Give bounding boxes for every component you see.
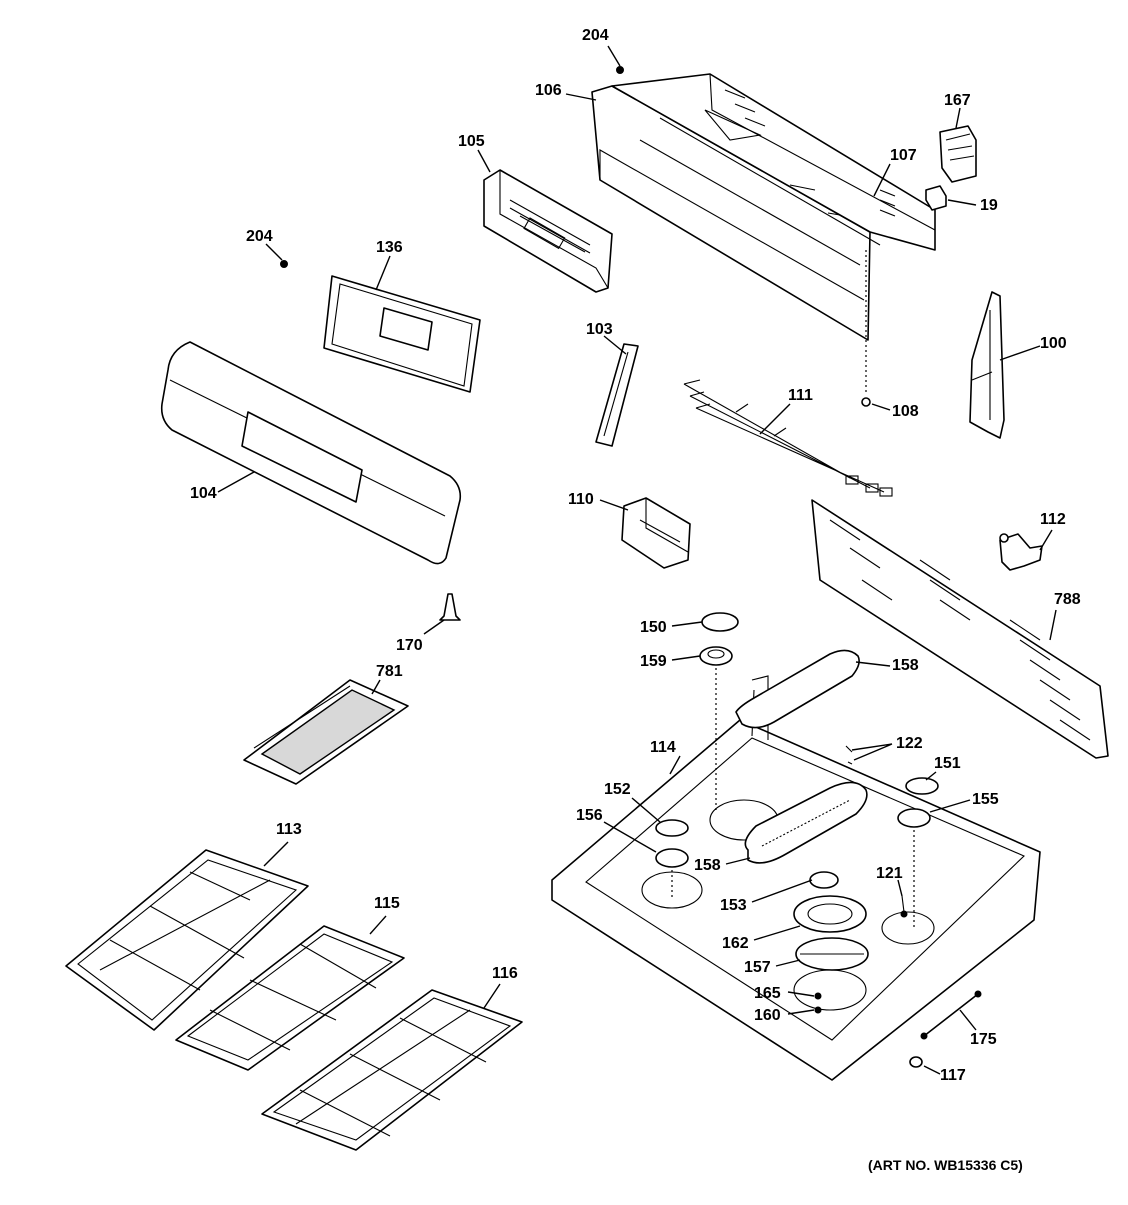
label-160[interactable]: 160	[754, 1007, 781, 1024]
label-115[interactable]: 115	[374, 895, 400, 912]
spark-module-110-drawing	[621, 497, 691, 569]
label-159[interactable]: 159	[640, 653, 667, 670]
control-board-105-drawing	[483, 169, 613, 293]
label-156[interactable]: 156	[576, 807, 603, 824]
label-121[interactable]: 121	[876, 865, 903, 882]
label-103[interactable]: 103	[586, 321, 613, 338]
griddle-781-drawing	[243, 679, 409, 785]
label-788[interactable]: 788	[1054, 591, 1081, 608]
label-781[interactable]: 781	[376, 663, 403, 680]
label-204-top[interactable]: 204	[582, 27, 609, 44]
label-108[interactable]: 108	[892, 403, 919, 420]
bracket-167-drawing	[939, 125, 977, 183]
switch-19-drawing	[925, 185, 947, 211]
bracket-103-drawing	[595, 343, 639, 447]
label-19[interactable]: 19	[980, 197, 998, 214]
grate-115-drawing	[175, 925, 405, 1071]
label-175[interactable]: 175	[970, 1031, 997, 1048]
grate-113-drawing	[65, 849, 309, 1031]
label-105[interactable]: 105	[458, 133, 485, 150]
valve-112-drawing	[999, 533, 1043, 571]
grate-116-drawing	[261, 989, 523, 1151]
label-117[interactable]: 117	[940, 1067, 966, 1084]
rear-panel-788-drawing	[811, 499, 1109, 759]
label-136[interactable]: 136	[376, 239, 403, 256]
screw-108-drawing	[861, 250, 871, 407]
label-151[interactable]: 151	[934, 755, 961, 772]
backguard-panel-106-drawing	[591, 73, 936, 341]
label-165[interactable]: 165	[754, 985, 781, 1002]
label-122[interactable]: 122	[896, 735, 923, 752]
label-170[interactable]: 170	[396, 637, 423, 654]
label-110[interactable]: 110	[568, 491, 594, 508]
fasteners-drawing	[900, 895, 982, 1068]
label-113[interactable]: 113	[276, 821, 302, 838]
label-116[interactable]: 116	[492, 965, 518, 982]
label-155[interactable]: 155	[972, 791, 999, 808]
label-100[interactable]: 100	[1040, 335, 1067, 352]
label-112[interactable]: 112	[1040, 511, 1066, 528]
label-204-left[interactable]: 204	[246, 228, 273, 245]
label-167[interactable]: 167	[944, 92, 971, 109]
label-114[interactable]: 114	[650, 739, 676, 756]
label-153[interactable]: 153	[720, 897, 747, 914]
screw-170-drawing	[439, 593, 461, 621]
part-labels: 204 106 167 105 107 19 204 136 103 100 1…	[190, 27, 1081, 1084]
label-104[interactable]: 104	[190, 485, 217, 502]
overlay-136-drawing	[323, 275, 481, 393]
wire-harness-111-drawing	[683, 379, 893, 497]
label-157[interactable]: 157	[744, 959, 771, 976]
label-150[interactable]: 150	[640, 619, 667, 636]
label-152[interactable]: 152	[604, 781, 631, 798]
label-106[interactable]: 106	[535, 82, 562, 99]
label-107[interactable]: 107	[890, 147, 917, 164]
leader-lines	[217, 45, 1057, 1075]
label-111[interactable]: 111	[788, 387, 813, 404]
trim-100-drawing	[969, 291, 1005, 439]
label-162[interactable]: 162	[722, 935, 749, 952]
art-number: (ART NO. WB15336 C5)	[868, 1157, 1023, 1173]
label-158-top[interactable]: 158	[892, 657, 919, 674]
screw-204-top-drawing	[616, 66, 624, 74]
control-panel-104-drawing	[160, 341, 462, 565]
screw-204-left-drawing	[280, 260, 288, 268]
oval-burner-158-drawing	[735, 649, 868, 864]
label-158-bottom[interactable]: 158	[694, 857, 721, 874]
